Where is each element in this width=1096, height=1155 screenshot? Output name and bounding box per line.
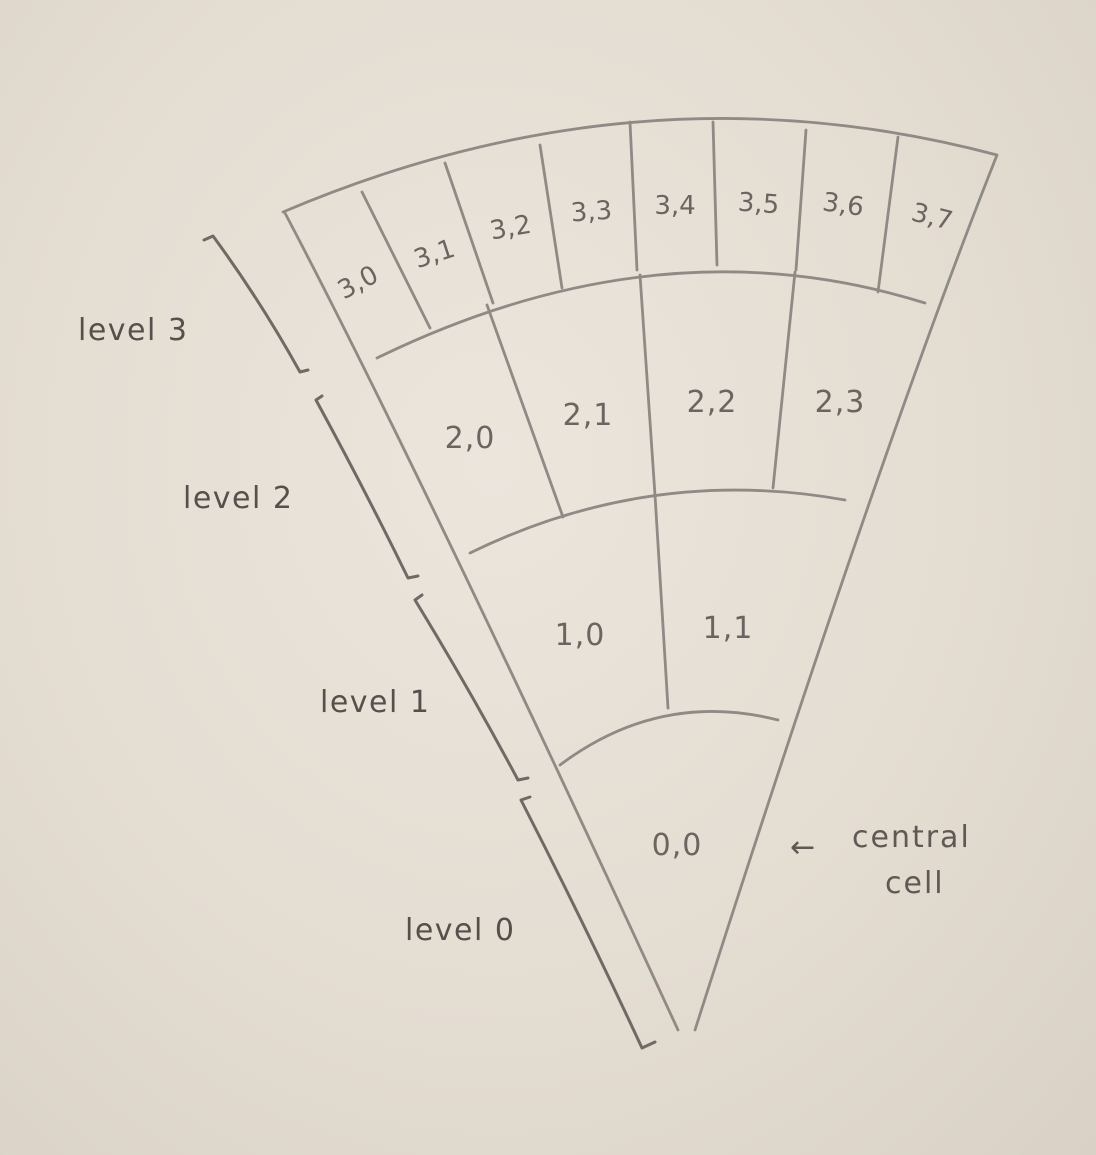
cell-label: 3,2 bbox=[488, 210, 534, 247]
cell-label: 3,7 bbox=[908, 198, 955, 237]
level2-labels: 2,0 2,1 2,2 2,3 bbox=[445, 385, 866, 456]
central-cell-annotation: ← central cell bbox=[790, 820, 971, 901]
cell-label: 3,1 bbox=[410, 234, 459, 275]
arrow-icon: ← bbox=[790, 830, 817, 865]
level-brackets bbox=[202, 234, 657, 1050]
annotation-line-2: cell bbox=[885, 866, 945, 901]
level0-labels: 0,0 bbox=[652, 828, 703, 863]
level-boundaries bbox=[375, 270, 927, 767]
bracket-level1 bbox=[413, 593, 530, 782]
cell-label: 2,1 bbox=[563, 398, 614, 433]
boundary-arc-3 bbox=[375, 270, 927, 360]
level-2-label: level 2 bbox=[183, 481, 293, 516]
level-labels: level 3 level 2 level 1 level 0 bbox=[78, 313, 515, 948]
fan-left-edge bbox=[283, 211, 680, 1032]
bracket-level3 bbox=[202, 234, 310, 374]
level-1-label: level 1 bbox=[320, 685, 430, 720]
cell-label: 3,0 bbox=[333, 260, 384, 306]
cell-label: 2,3 bbox=[815, 385, 866, 420]
fan-outer-arc bbox=[281, 117, 999, 214]
level-0-label: level 0 bbox=[405, 913, 515, 948]
cell-label: 3,3 bbox=[570, 196, 613, 229]
cell-label: 1,1 bbox=[703, 611, 754, 646]
level3-dividers bbox=[360, 120, 900, 330]
bracket-level0 bbox=[519, 795, 657, 1050]
cell-label: 3,5 bbox=[737, 188, 780, 221]
bracket-level2 bbox=[314, 394, 420, 580]
cell-label: 1,0 bbox=[555, 618, 606, 653]
level3-labels: 3,0 3,1 3,2 3,3 3,4 3,5 3,6 3,7 bbox=[333, 187, 956, 306]
boundary-arc-1 bbox=[558, 710, 780, 767]
cell-label: 0,0 bbox=[652, 828, 703, 863]
level1-dividers bbox=[653, 493, 670, 710]
cell-label: 3,6 bbox=[821, 187, 866, 222]
cell-label: 2,0 bbox=[445, 421, 496, 456]
level2-dividers bbox=[485, 270, 797, 519]
cell-label: 3,4 bbox=[654, 191, 695, 221]
cell-label: 2,2 bbox=[687, 385, 738, 420]
level1-labels: 1,0 1,1 bbox=[555, 611, 754, 653]
level-3-label: level 3 bbox=[78, 313, 188, 348]
annotation-line-1: central bbox=[852, 820, 971, 855]
fan-outline bbox=[281, 117, 999, 1032]
fan-right-edge bbox=[693, 153, 999, 1032]
